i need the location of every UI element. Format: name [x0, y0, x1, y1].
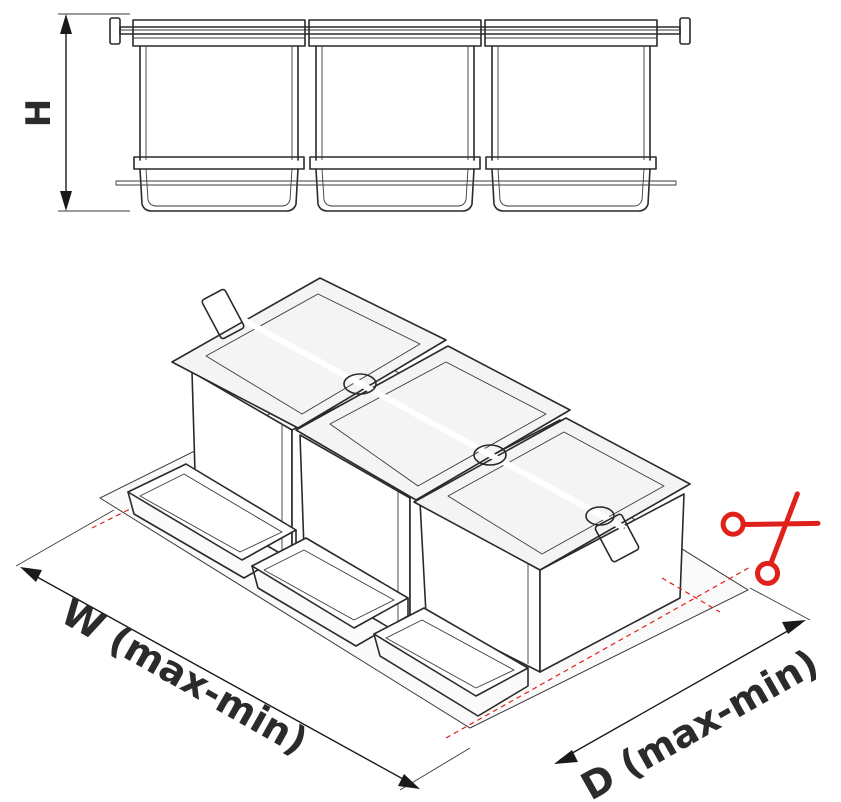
- depth-label: D (max-min): [574, 640, 826, 802]
- front-bin-3: [484, 19, 658, 212]
- height-label: H: [19, 99, 59, 127]
- cut-lines: [91, 507, 753, 739]
- isometric-view: W (max-min) D (max-min): [15, 277, 826, 802]
- iso-lid-3: [413, 417, 691, 571]
- iso-tray-2: [251, 537, 409, 647]
- iso-tray-1: [127, 463, 297, 579]
- iso-rail: [201, 288, 640, 563]
- front-elevation: H: [19, 13, 691, 212]
- base-shelf-front: [115, 180, 677, 186]
- front-bin-1: [132, 19, 306, 212]
- front-bin-2: [308, 19, 482, 212]
- height-dimension: H: [19, 13, 130, 212]
- rail: [109, 17, 691, 45]
- scissors-icon: [720, 491, 821, 586]
- iso-tray-3: [373, 607, 529, 717]
- width-label: W (max-min): [54, 590, 315, 764]
